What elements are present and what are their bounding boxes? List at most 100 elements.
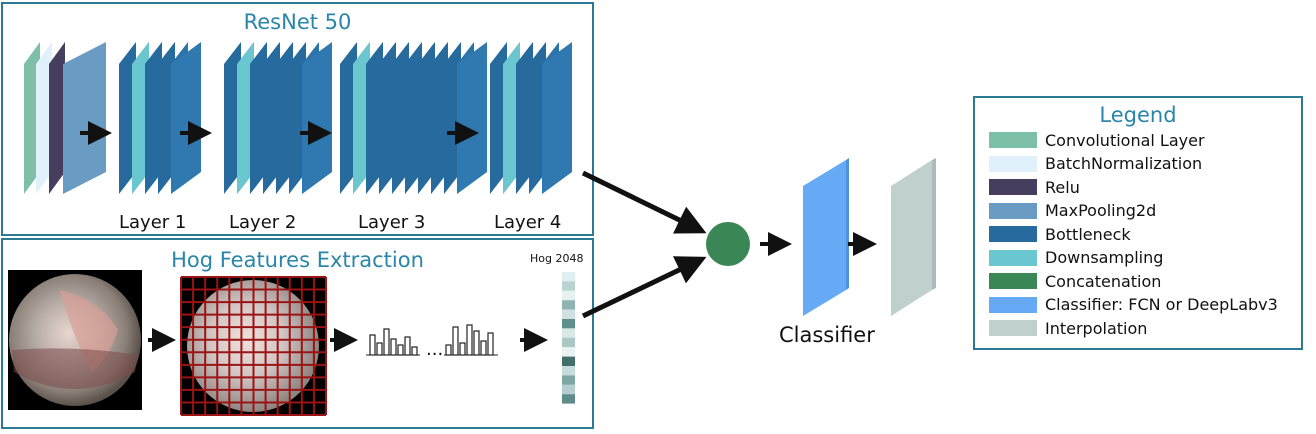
- legend-label: Convolutional Layer: [1045, 130, 1205, 150]
- legend-label: BatchNormalization: [1045, 154, 1203, 173]
- histogram-bar: [459, 342, 466, 356]
- feature-vector-cell: [562, 375, 575, 385]
- legend-swatch: [989, 179, 1037, 195]
- legend-item: Classifier: FCN or DeepLabv3: [989, 295, 1278, 315]
- legend-item: Bottleneck: [989, 224, 1131, 244]
- histogram-bar: [397, 344, 404, 356]
- feature-vector-cell: [562, 337, 575, 348]
- legend-item: Concatenation: [989, 271, 1161, 291]
- arrow-right-icon: [581, 170, 707, 234]
- feature-vector-cell: [562, 356, 575, 366]
- legend-label: Downsampling: [1045, 248, 1164, 267]
- layer-slab: [379, 42, 396, 194]
- layer-slab: [119, 42, 136, 194]
- legend-label: Classifier: FCN or DeepLabv3: [1045, 295, 1278, 314]
- layer-slab-front: [302, 42, 332, 194]
- layer-slab: [224, 42, 241, 194]
- legend-swatch: [989, 202, 1037, 219]
- hog-title: Hog Features Extraction: [171, 248, 424, 272]
- merge-arrows: [581, 170, 707, 319]
- histogram-bar: [411, 346, 418, 356]
- histogram-bar: [452, 326, 459, 356]
- legend-label: Interpolation: [1045, 318, 1148, 338]
- legend-label: Concatenation: [1045, 271, 1162, 291]
- feature-vector-cell: [562, 272, 575, 282]
- maxpool-slab: [63, 42, 106, 194]
- legend-item: Downsampling: [989, 248, 1163, 268]
- layer-slab: [250, 42, 267, 194]
- layer-slab-front: [171, 42, 201, 194]
- feature-vector-cell: [562, 366, 575, 376]
- legend-title: Legend: [1099, 103, 1177, 127]
- resnet-layer-blocks: [119, 42, 572, 194]
- layer-slab: [366, 42, 383, 194]
- interpolation-block: [891, 158, 936, 316]
- histogram-bar: [376, 342, 383, 356]
- histogram-bar: [369, 334, 376, 356]
- layer-slab: [276, 42, 293, 194]
- legend-swatch: [989, 273, 1037, 289]
- legend-swatch: [989, 320, 1037, 336]
- layer-slab: [353, 42, 370, 194]
- layer-slab: [263, 42, 280, 194]
- histogram-bar: [473, 330, 480, 356]
- legend-label: Bottleneck: [1045, 224, 1131, 244]
- legend-swatch: [989, 132, 1037, 148]
- legend-label: MaxPooling2d: [1045, 201, 1157, 220]
- relu-slab: [49, 42, 65, 194]
- legend-item: Relu: [989, 177, 1080, 197]
- histogram-icon: [366, 324, 498, 356]
- feature-vector-cell: [562, 290, 575, 301]
- legend-swatch: [989, 226, 1037, 242]
- hog-panel: Hog Features Extraction: [1, 238, 594, 429]
- hog-vector-label: Hog 2048: [530, 252, 584, 265]
- layer-slab: [145, 42, 162, 194]
- layer-slab: [516, 42, 533, 194]
- histogram-bar: [445, 344, 452, 356]
- legend-swatch: [989, 296, 1037, 313]
- legend-item: Interpolation: [989, 318, 1147, 338]
- arrow-right-icon: [581, 256, 707, 319]
- layer-slab: [503, 42, 520, 194]
- feature-vector-cell: [562, 300, 575, 310]
- layer-slab-front: [457, 42, 487, 194]
- layer-label: Layer 3: [358, 212, 426, 233]
- layer-slab: [444, 42, 461, 194]
- resnet-panel: ResNet 50: [1, 2, 594, 236]
- layer-slab: [340, 42, 357, 194]
- layer-slab: [490, 42, 507, 194]
- legend-swatch: [989, 155, 1037, 172]
- layer-slab: [289, 42, 306, 194]
- feature-vector-cell: [562, 319, 575, 329]
- layer-label: Layer 1: [119, 212, 187, 233]
- feature-vector-cell: [562, 309, 575, 319]
- resnet-title: ResNet 50: [243, 10, 352, 34]
- histogram-ellipsis: ...: [426, 339, 443, 360]
- feature-vector-cell: [562, 384, 575, 395]
- histogram-bar: [383, 328, 390, 356]
- feature-vector-cell: [562, 394, 575, 404]
- layer-label: Layer 2: [229, 212, 297, 233]
- histogram-bar: [487, 332, 494, 356]
- histogram-bar: [480, 340, 487, 356]
- batchnorm-slab: [36, 42, 52, 194]
- endoscopy-image: [8, 270, 142, 410]
- layer-slab: [529, 42, 546, 194]
- classifier-label: Classifier: [779, 323, 875, 347]
- concatenation-node: [706, 222, 750, 266]
- layer-slab: [132, 42, 149, 194]
- legend-item: Convolutional Layer: [989, 130, 1205, 150]
- layer-slab-front: [542, 42, 572, 194]
- feature-vector-bar: [562, 272, 575, 404]
- layer-slab: [158, 42, 175, 194]
- feature-vector-cell: [562, 347, 575, 357]
- legend-item: MaxPooling2d: [989, 201, 1156, 221]
- layer-slab: [237, 42, 254, 194]
- feature-vector-cell: [562, 281, 575, 291]
- layer-slab: [392, 42, 409, 194]
- hog-grid-image: [180, 276, 327, 416]
- layer-slab: [431, 42, 448, 194]
- histogram-bar: [390, 338, 397, 356]
